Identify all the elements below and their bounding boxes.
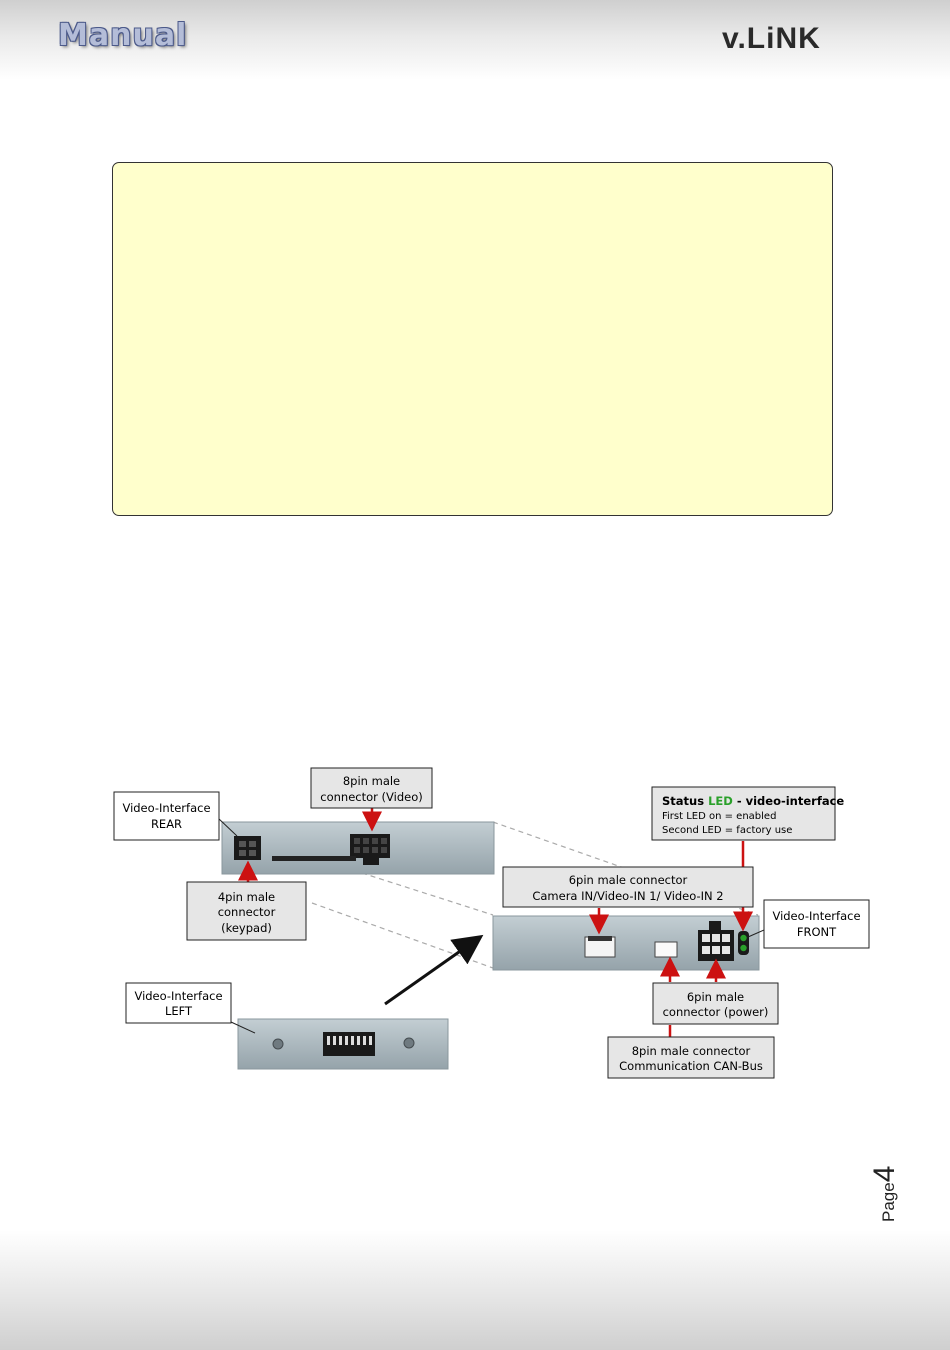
page-footer — [0, 1230, 950, 1350]
device-rear — [221, 821, 495, 875]
callout-rear: Video-Interface REAR — [113, 791, 220, 841]
callout-power-line1: 6pin male — [687, 990, 744, 1004]
callout-keypad-line1: 4pin male — [218, 890, 275, 904]
page-number: Page4 — [868, 1150, 918, 1230]
note-box — [112, 162, 833, 516]
device-left — [237, 1018, 449, 1070]
leader-lines — [217, 817, 765, 1034]
callout-keypad-line2: connector — [218, 905, 276, 919]
callout-status-led: Status LED - video-interface First LED o… — [651, 786, 844, 841]
callout-camera-6pin: 6pin male connector Camera IN/Video-IN 1… — [502, 866, 754, 908]
vlink-logo: v.LiNK — [722, 22, 821, 55]
callout-left-line1: Video-Interface — [134, 989, 222, 1003]
callout-power-line2: connector (power) — [663, 1005, 769, 1019]
page-word: Page — [879, 1182, 898, 1222]
callout-keypad-line3: (keypad) — [221, 921, 272, 935]
callout-camera-line1: 6pin male connector — [569, 873, 688, 887]
callout-rear-line2: REAR — [151, 817, 182, 831]
status-led-word: LED — [708, 794, 733, 808]
device-front — [492, 915, 760, 971]
callout-video-line1: 8pin male — [343, 774, 400, 788]
callout-status-line1: Status LED - video-interface — [662, 794, 844, 808]
callout-left: Video-Interface LEFT — [125, 982, 232, 1024]
page-header: Manual v.LiNK — [0, 0, 950, 80]
callout-status-line2: First LED on = enabled — [662, 811, 776, 822]
callout-keypad-4pin: 4pin male connector (keypad) — [186, 881, 307, 941]
status-prefix: Status — [662, 794, 708, 808]
callout-front-line1: Video-Interface — [772, 909, 860, 923]
callout-status-line3: Second LED = factory use — [662, 825, 792, 836]
status-suffix: - video-interface — [733, 794, 845, 808]
callout-can-line2: Communication CAN-Bus — [619, 1059, 763, 1073]
callout-canbus-8pin: 8pin male connector Communication CAN-Bu… — [607, 1036, 775, 1079]
callout-front-line2: FRONT — [797, 925, 837, 939]
manual-logo: Manual — [58, 18, 188, 53]
page-number-value: 4 — [868, 1165, 901, 1183]
callout-video-8pin: 8pin male connector (Video) — [310, 767, 433, 809]
callout-rear-line1: Video-Interface — [122, 801, 210, 815]
callout-power-6pin: 6pin male connector (power) — [652, 982, 779, 1025]
callout-left-line2: LEFT — [165, 1004, 193, 1018]
callout-front: Video-Interface FRONT — [763, 899, 870, 949]
callout-camera-line2: Camera IN/Video-IN 1/ Video-IN 2 — [532, 889, 723, 903]
view-arrow — [384, 934, 484, 1006]
callout-can-line1: 8pin male connector — [632, 1044, 751, 1058]
callout-video-line2: connector (Video) — [320, 790, 422, 804]
